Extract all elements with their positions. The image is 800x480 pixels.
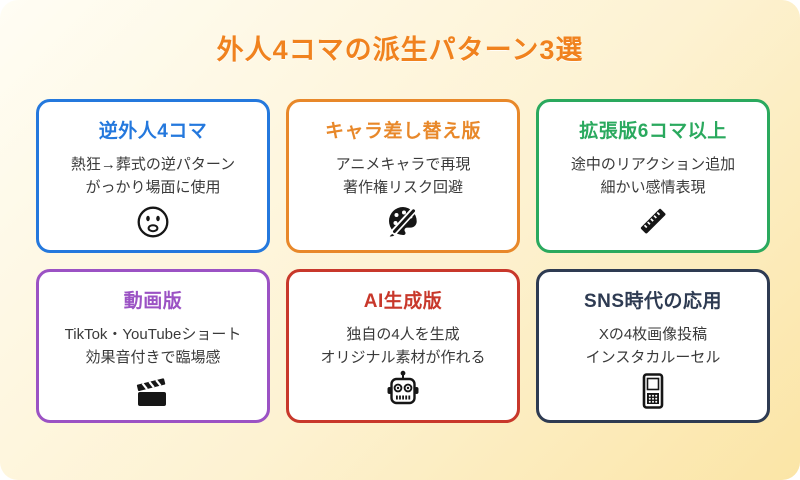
card-line: がっかり場面に使用 xyxy=(85,179,221,197)
robot-icon xyxy=(385,370,421,410)
card-reverse-gaijin-4koma: 逆外人4コマ 熱狂→葬式の逆パターン がっかり場面に使用 xyxy=(36,99,270,253)
card-line: アニメキャラで再現 xyxy=(335,156,471,173)
clapper-board-icon xyxy=(133,372,173,410)
page-title: 外人4コマの派生パターン3選 xyxy=(216,35,584,65)
artist-palette-icon xyxy=(384,202,422,240)
card-video-version: 動画版 TikTok・YouTubeショート 効果音付きで臨場感 xyxy=(36,269,270,423)
card-title: SNS時代の応用 xyxy=(583,291,723,312)
card-line: 独自の4人を生成 xyxy=(346,326,460,343)
card-line: 著作権リスク回避 xyxy=(342,179,463,197)
card-line: 効果音付きで臨場感 xyxy=(85,349,221,367)
card-ai-generated: AI生成版 独自の4人を生成 オリジナル素材が作れる xyxy=(286,269,520,423)
card-grid: 逆外人4コマ 熱狂→葬式の逆パターン がっかり場面に使用 キャラ差し替え版 アニ… xyxy=(36,99,770,423)
card-character-swap: キャラ差し替え版 アニメキャラで再現 著作権リスク回避 xyxy=(286,99,520,253)
card-sns-era: SNS時代の応用 Xの4枚画像投稿 インスタカルーセル xyxy=(536,269,770,423)
card-title: 拡張版6コマ以上 xyxy=(579,121,727,142)
mobile-phone-icon xyxy=(640,372,666,410)
card-title: 逆外人4コマ xyxy=(98,121,208,142)
card-line: オリジナル素材が作れる xyxy=(320,349,486,367)
card-line: 熱狂→葬式の逆パターン xyxy=(70,156,236,173)
card-title: AI生成版 xyxy=(363,291,443,312)
card-extended-6koma: 拡張版6コマ以上 途中のリアクション追加 細かい感情表現 xyxy=(536,99,770,253)
frowning-face-icon xyxy=(135,202,171,240)
card-line: 途中のリアクション追加 xyxy=(570,156,736,173)
card-line: インスタカルーセル xyxy=(585,349,721,367)
card-line: Xの4枚画像投稿 xyxy=(598,326,708,343)
card-title: キャラ差し替え版 xyxy=(324,121,481,142)
card-line: 細かい感情表現 xyxy=(600,179,706,197)
card-title: 動画版 xyxy=(123,291,183,312)
ruler-icon xyxy=(634,202,672,240)
card-line: TikTok・YouTubeショート xyxy=(64,326,242,343)
